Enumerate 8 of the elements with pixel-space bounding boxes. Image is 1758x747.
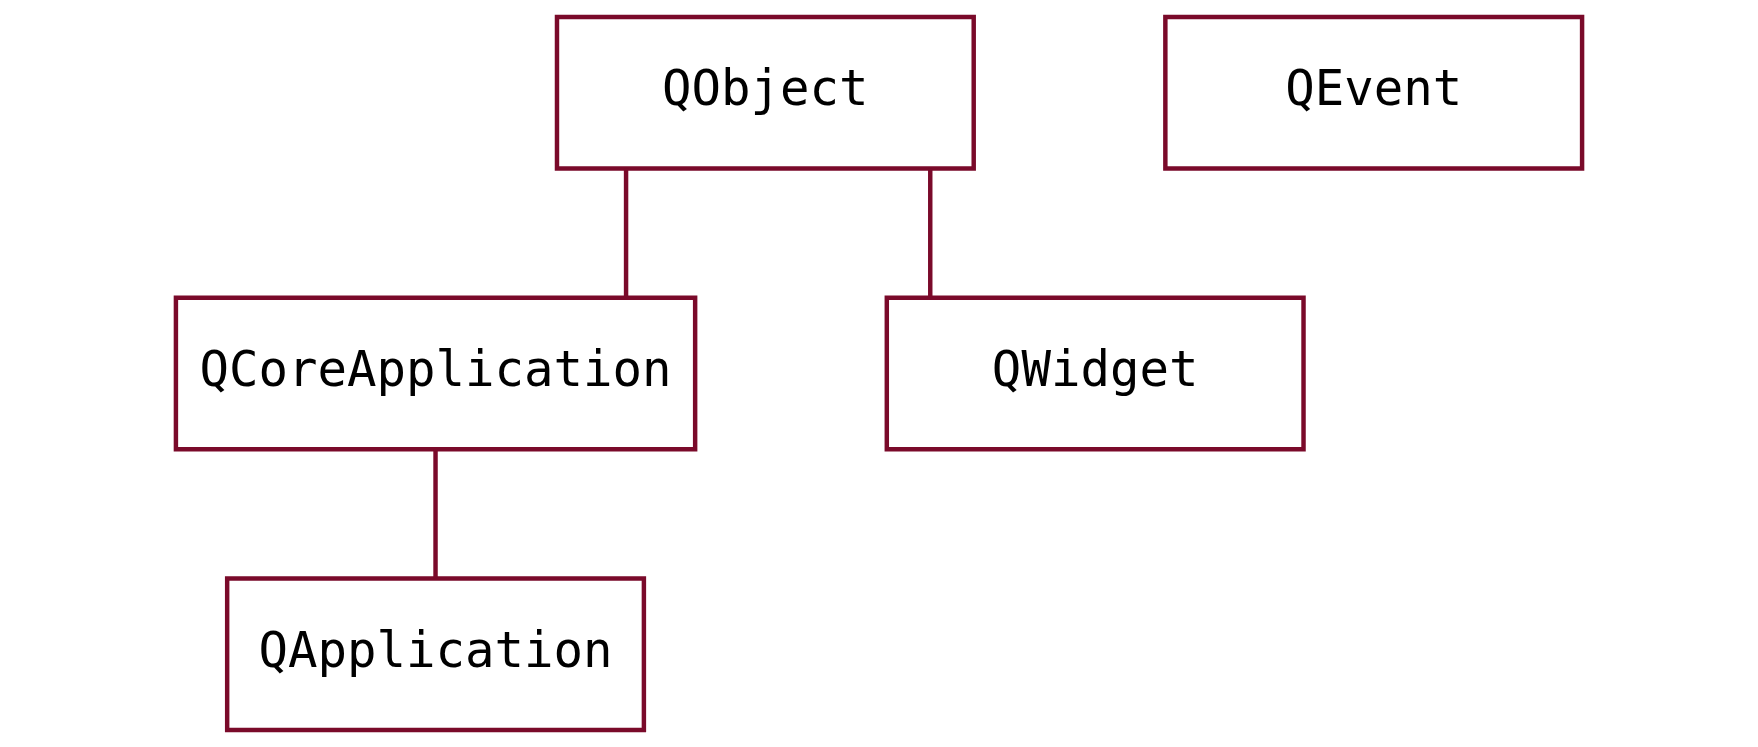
node-box: QCoreApplication: [173, 295, 698, 452]
node-box: QObject: [554, 14, 976, 171]
connector: [928, 168, 933, 298]
node-box: QApplication: [224, 576, 647, 733]
node-box: QWidget: [884, 295, 1306, 452]
connector: [433, 449, 438, 579]
connector: [623, 168, 629, 298]
node-box: QEvent: [1163, 14, 1585, 171]
